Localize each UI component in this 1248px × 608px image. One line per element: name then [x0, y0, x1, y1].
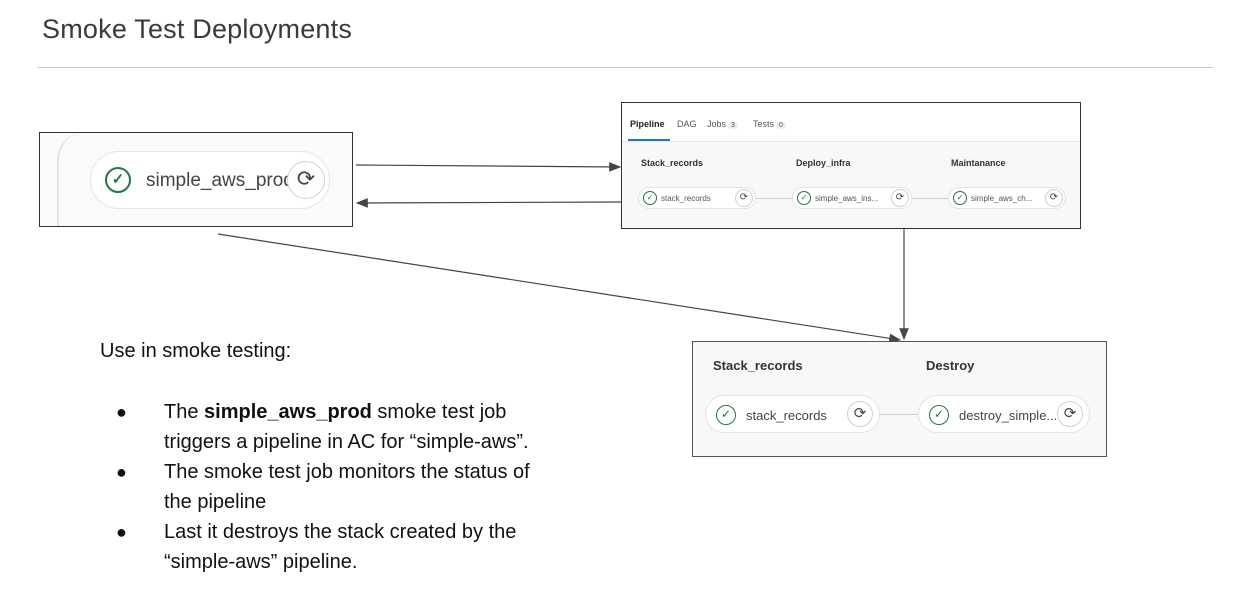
- stage-header-maintanance: Maintanance: [951, 158, 1006, 168]
- check-circle-icon: ✓: [929, 405, 949, 425]
- jobs-count-badge: 3: [728, 122, 738, 129]
- check-circle-icon: ✓: [105, 167, 131, 193]
- destroy-pipeline-panel: Stack_records Destroy ✓ stack_records ⟳ …: [692, 341, 1107, 457]
- check-circle-icon: ✓: [797, 191, 811, 205]
- arrow-trigger-to-pipeline: [355, 162, 622, 172]
- job-connector: [912, 198, 948, 199]
- job-connector: [756, 198, 792, 199]
- page-title: Smoke Test Deployments: [42, 14, 353, 44]
- bullet-icon: ●: [116, 522, 127, 542]
- job-name: destroy_simple...: [959, 408, 1058, 423]
- pipeline-stages: [622, 142, 1080, 228]
- trigger-job-name: simple_aws_prod: [146, 170, 294, 191]
- notes-list: ● The simple_aws_prod smoke test job tri…: [116, 397, 616, 577]
- job-name: simple_aws_ch...: [971, 194, 1033, 203]
- retry-icon[interactable]: ⟳: [847, 401, 873, 427]
- retry-icon[interactable]: ⟳: [735, 189, 753, 207]
- check-circle-icon: ✓: [953, 191, 967, 205]
- stage-header-deploy-infra: Deploy_infra: [796, 158, 851, 168]
- title-divider: [38, 67, 1213, 68]
- job-name: simple_aws_ins...: [815, 194, 879, 203]
- tab-dag[interactable]: DAG: [677, 119, 697, 129]
- active-tab-indicator: [628, 139, 670, 141]
- retry-icon[interactable]: ⟳: [1045, 189, 1063, 207]
- job-destroy[interactable]: ✓ destroy_simple... ⟳: [918, 395, 1090, 433]
- pipeline-stem-line: [57, 133, 99, 226]
- bullet-icon: ●: [116, 402, 127, 422]
- trigger-job-pill[interactable]: ✓ simple_aws_prod ⟳: [90, 151, 330, 209]
- check-circle-icon: ✓: [643, 191, 657, 205]
- job-stack-records[interactable]: ✓ stack_records ⟳: [638, 187, 756, 209]
- retry-icon[interactable]: ⟳: [287, 161, 325, 199]
- list-item: ● The simple_aws_prod smoke test job tri…: [116, 397, 616, 457]
- trigger-job-box: ✓ simple_aws_prod ⟳: [39, 132, 353, 227]
- job-name: stack_records: [661, 194, 711, 203]
- job-name-bold: simple_aws_prod: [204, 401, 372, 423]
- stage-header-stack-records: Stack_records: [713, 358, 803, 373]
- job-maintanance[interactable]: ✓ simple_aws_ch... ⟳: [948, 187, 1066, 209]
- retry-icon[interactable]: ⟳: [891, 189, 909, 207]
- check-circle-icon: ✓: [716, 405, 736, 425]
- stage-header-stack-records: Stack_records: [641, 158, 704, 168]
- arrow-trigger-to-destroy: [217, 233, 902, 344]
- arrow-pipeline-to-trigger: [355, 198, 622, 208]
- stage-header-destroy: Destroy: [926, 358, 975, 373]
- tab-pipeline[interactable]: Pipeline: [630, 119, 665, 129]
- list-item: ● The smoke test job monitors the status…: [116, 457, 616, 517]
- list-item: ● Last it destroys the stack created by …: [116, 517, 616, 577]
- retry-icon[interactable]: ⟳: [1057, 401, 1083, 427]
- tests-count-badge: 0: [776, 122, 786, 129]
- notes-heading: Use in smoke testing:: [100, 340, 292, 362]
- job-stack-records[interactable]: ✓ stack_records ⟳: [705, 395, 880, 433]
- job-deploy-infra[interactable]: ✓ simple_aws_ins... ⟳: [792, 187, 912, 209]
- job-connector: [880, 414, 918, 415]
- job-name: stack_records: [746, 408, 827, 423]
- bullet-icon: ●: [116, 462, 127, 482]
